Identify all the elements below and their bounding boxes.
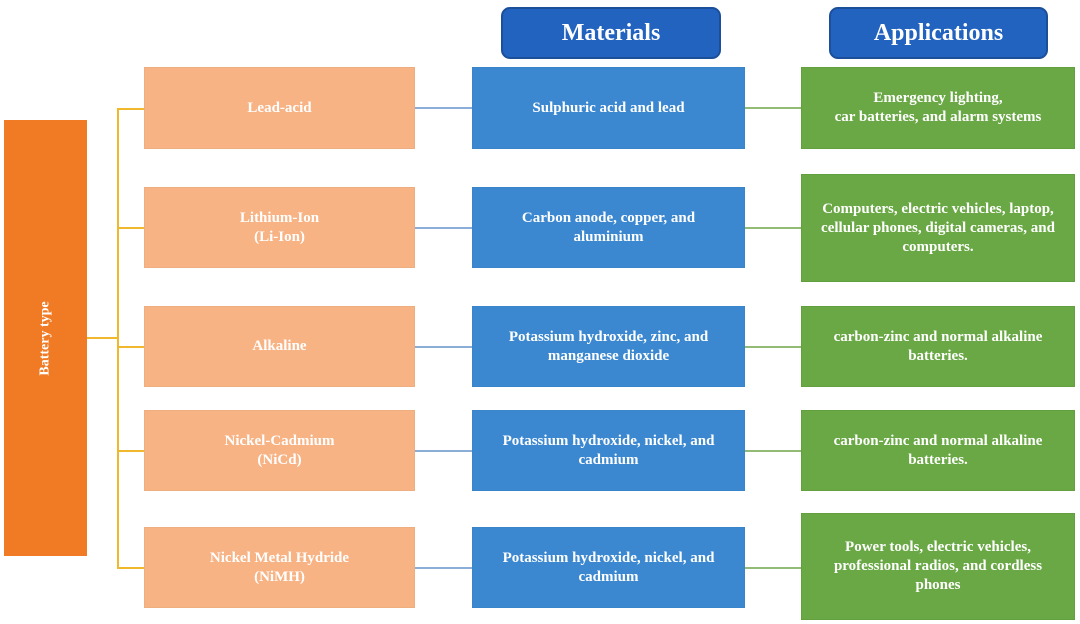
battery-type-root: Battery type [4, 120, 87, 556]
materials-box-nickel-cadmium: Potassium hydroxide, nickel, and cadmium [472, 410, 745, 491]
connector-nickel-cadmium-materials [415, 450, 472, 452]
materials-text: manganese dioxide [547, 347, 670, 364]
connector-nickel-metal-hydride-applications [745, 567, 801, 569]
root-connector [87, 337, 118, 339]
applications-box-nickel-metal-hydride: Power tools, electric vehicles, professi… [801, 513, 1075, 620]
applications-box-lithium-ion: Computers, electric vehicles, laptop, ce… [801, 174, 1075, 282]
applications-text: Emergency lighting, [873, 90, 1003, 106]
materials-text: Potassium hydroxide, zinc, and [508, 328, 709, 345]
materials-header: Materials [501, 7, 721, 59]
materials-text: Potassium hydroxide, nickel, and [502, 549, 715, 566]
applications-text: Computers, electric vehicles, laptop, [822, 200, 1054, 217]
type-box-nickel-metal-hydride: Nickel Metal Hydride (NiMH) [144, 527, 415, 608]
branch-nickel-cadmium [117, 450, 144, 452]
type-box-nickel-cadmium: Nickel-Cadmium (NiCd) [144, 410, 415, 491]
type-box-lithium-ion: Lithium-Ion (Li-Ion) [144, 187, 415, 268]
applications-box-nickel-cadmium: carbon-zinc and normal alkaline batterie… [801, 410, 1075, 491]
materials-text: Potassium hydroxide, nickel, and [502, 432, 715, 449]
applications-text: car batteries, and alarm systems [834, 109, 1042, 125]
applications-text: cellular phones, digital cameras, and [821, 219, 1055, 236]
type-text: Lead-acid [247, 99, 312, 116]
battery-type-label: Battery type [37, 300, 53, 376]
type-text: (NiMH) [254, 568, 305, 585]
applications-text: phones [915, 577, 961, 593]
type-text: Nickel Metal Hydride [209, 549, 350, 566]
materials-text: Carbon anode, copper, and [521, 209, 696, 226]
connector-lithium-ion-applications [745, 227, 801, 229]
materials-text: Sulphuric acid and lead [532, 99, 685, 116]
applications-box-lead-acid: Emergency lighting, car batteries, and a… [801, 67, 1075, 149]
type-text: (Li-Ion) [254, 228, 305, 245]
applications-header: Applications [829, 7, 1048, 59]
materials-text: aluminium [573, 228, 644, 245]
connector-alkaline-applications [745, 346, 801, 348]
connector-nickel-cadmium-applications [745, 450, 801, 452]
applications-text: carbon-zinc and normal alkaline [833, 328, 1043, 345]
materials-box-alkaline: Potassium hydroxide, zinc, and manganese… [472, 306, 745, 387]
applications-text: carbon-zinc and normal alkaline [833, 432, 1043, 449]
type-box-lead-acid: Lead-acid [144, 67, 415, 149]
materials-box-lead-acid: Sulphuric acid and lead [472, 67, 745, 149]
applications-text: professional radios, and cordless [833, 558, 1043, 574]
branch-lead-acid [117, 108, 144, 110]
type-box-alkaline: Alkaline [144, 306, 415, 387]
applications-text: batteries. [908, 347, 968, 364]
connector-alkaline-materials [415, 346, 472, 348]
applications-box-alkaline: carbon-zinc and normal alkaline batterie… [801, 306, 1075, 387]
connector-lead-acid-materials [415, 107, 472, 109]
connector-lithium-ion-materials [415, 227, 472, 229]
materials-box-lithium-ion: Carbon anode, copper, and aluminium [472, 187, 745, 268]
connector-nickel-metal-hydride-materials [415, 567, 472, 569]
applications-text: computers. [902, 238, 974, 255]
type-text: Alkaline [252, 338, 307, 354]
branch-nickel-metal-hydride [117, 567, 144, 569]
applications-text: batteries. [908, 451, 968, 468]
branch-lithium-ion [117, 227, 144, 229]
type-text: (NiCd) [257, 451, 302, 468]
materials-text: cadmium [578, 451, 639, 468]
tree-trunk [117, 108, 119, 568]
type-text: Lithium-Ion [239, 209, 320, 226]
branch-alkaline [117, 346, 144, 348]
materials-box-nickel-metal-hydride: Potassium hydroxide, nickel, and cadmium [472, 527, 745, 608]
connector-lead-acid-applications [745, 107, 801, 109]
applications-text: Power tools, electric vehicles, [845, 539, 1031, 555]
materials-text: cadmium [578, 568, 639, 585]
type-text: Nickel-Cadmium [224, 432, 335, 449]
